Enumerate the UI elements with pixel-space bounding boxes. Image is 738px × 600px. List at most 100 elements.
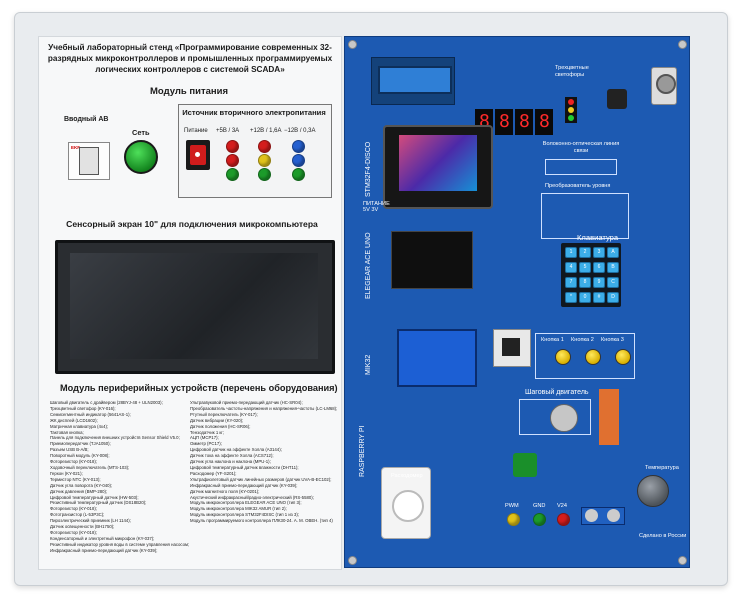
keypad-key[interactable]: # [593,292,605,303]
keypad-key[interactable]: A [607,247,619,258]
power-switch[interactable] [186,140,210,170]
relay-module [513,453,537,477]
touch-screen[interactable] [55,240,335,374]
jack-12v-plus[interactable] [258,140,271,153]
periph-list-item: Матричная клавиатура (4x4); [50,423,109,429]
keypad-key[interactable]: 6 [593,262,605,273]
push-button-3[interactable] [615,349,631,365]
lcd-display [378,66,452,94]
periph-list-item: Датчик положения (HC-SR06); [190,423,251,429]
periph-list-right: Ультразвуковой приемо-передающий датчик … [190,400,338,524]
keypad-label: Клавиатура [577,233,619,242]
keypad-key[interactable]: 7 [565,277,577,288]
temperature-label: Температура [645,465,679,471]
buttons-box [535,333,635,379]
mik32-label: MIK32 [365,354,372,375]
periph-list-item: Ультразвуковой приемо-передающий датчик … [190,400,303,405]
keypad-key[interactable]: 8 [579,277,591,288]
seven-seg-digit: 8 [535,109,553,135]
periph-list-item: Ходовочный переключатель (MTS-103); [50,464,130,470]
page-title: Учебный лабораторный стенд «Программиров… [47,43,333,74]
keypad-key[interactable]: 0 [579,292,591,303]
periph-list-item: АЦП (MCP17); [190,435,219,441]
periph-list-item: Датчик давления (BMP-280); [50,488,108,494]
input-breaker[interactable]: EKF [68,142,110,180]
rpi-label: RASPBERRY PI [359,425,366,478]
jack-neg12v-gnd[interactable] [292,168,305,181]
periph-list-item: Датчик вибрации (KY-020); [190,417,244,423]
jack-12v-gnd[interactable] [258,168,271,181]
keypad-key[interactable]: 5 [579,262,591,273]
stm32-board [383,125,493,209]
stepper-box [519,399,591,435]
seven-seg-digit: 8 [495,109,513,135]
network-label: Сеть [132,128,150,137]
jack-12v-minus[interactable] [258,154,271,167]
v24-jack[interactable] [557,513,570,526]
button-label: Кнопка 2 [571,337,594,343]
stm32-display [399,135,477,191]
periph-list-item: Цифровой датчик на эффекте Холла (A3144)… [190,447,282,453]
keypad-key[interactable]: 3 [593,247,605,258]
pin-label: PWM [505,503,519,509]
periph-list-item: Разъем USB B-A/B; [50,447,89,453]
network-button[interactable] [124,140,158,174]
periph-list-item: Пироэлектрический приемник (LH 1144); [50,518,131,524]
traffic-light-label: Трехцветные светофоры [555,65,589,78]
periph-list-item: Датчик магнитного поля (KY-0201); [190,488,260,494]
periph-list-item: Семисегментный индикатор (5641AS-1); [50,411,131,417]
periph-list-item: Преобразователь частоты-напряжения и нап… [190,405,338,411]
keypad-key[interactable]: * [565,292,577,303]
button-label: Кнопка 3 [601,337,624,343]
keypad-key[interactable]: 9 [593,277,605,288]
keypad-key[interactable]: B [607,262,619,273]
periph-list-item: Цифровой температурный датчик влажности … [190,464,299,470]
keypad-key[interactable]: 2 [579,247,591,258]
pwm-jack[interactable] [507,513,520,526]
periph-list-item: Омметр (PC17); [190,441,222,447]
periph-list-item: Датчик угла наклона и наклона (MPU-1); [190,459,271,465]
v12-label: +12В / 1,6А [250,128,282,134]
stepper-label: Шаговый двигатель [525,389,589,396]
periph-list-item: Резистивный индикатор уровня воды в сист… [50,541,190,547]
push-button-1[interactable] [555,349,571,365]
keypad-key[interactable]: D [607,292,619,303]
jack-neg12v-minus[interactable] [292,154,305,167]
push-button-2[interactable] [585,349,601,365]
periph-list-item: Модуль микроконтроллера ELEGEAR ACE UNO … [190,500,302,506]
jack-neg12v-plus[interactable] [292,140,305,153]
periph-list-item: Акустический инфракрасный/радио-электрич… [190,494,314,500]
rotary-encoder[interactable] [651,67,677,105]
ethernet-port[interactable] [493,329,531,367]
periph-list-item: Трехцветный светофор (KY-016); [50,405,116,411]
periph-list-item: Модуль микроконтроллера STM32F4DISC (тип… [190,512,299,518]
keypad-key[interactable]: 1 [565,247,577,258]
gnd-jack[interactable] [533,513,546,526]
pin-label: V24 [557,503,567,509]
periph-list-item: Геркон (KY-021); [50,470,83,476]
fiber-label: Волоконно-оптическая линия связи [542,141,620,154]
periph-list-item: Фоторезистор (KY-018); [50,529,97,535]
phototransistor-module [607,89,627,109]
jack-5v-plus[interactable] [226,140,239,153]
v5-label: +5В / 3А [216,128,240,134]
power-label: ПИТАНИЕ 5V 3V [363,201,390,213]
made-in-russia-label: Сделано в России [639,533,687,539]
keypad-key[interactable]: C [607,277,619,288]
periph-list-item: Модуль микроконтроллера MIK32 AMUR (тип … [190,506,287,512]
periph-list-item: Ультрафиолетовый датчик линейных размеро… [190,476,332,482]
jack-5v-gnd[interactable] [226,168,239,181]
keypad-key[interactable]: 4 [565,262,577,273]
breaker-toggle[interactable] [79,147,99,175]
periph-list-item: Резистивный температурный датчик (DS18B2… [50,500,147,506]
periph-list-item: Датчик тока на эффекте Холла (ACS712); [190,453,274,459]
jack-5v-minus[interactable] [226,154,239,167]
periph-list-item: Фоторезистор (KY-018); [50,506,97,512]
periph-list-item: Фототранзистор (L-53P3C); [50,512,105,518]
water-level-sensor [599,389,619,445]
seven-seg-digit: 8 [515,109,533,135]
ultrasonic-sensor [581,507,625,525]
screw-icon [348,556,357,565]
periph-list-item: Тензодатчик 1 кг; [190,429,225,435]
